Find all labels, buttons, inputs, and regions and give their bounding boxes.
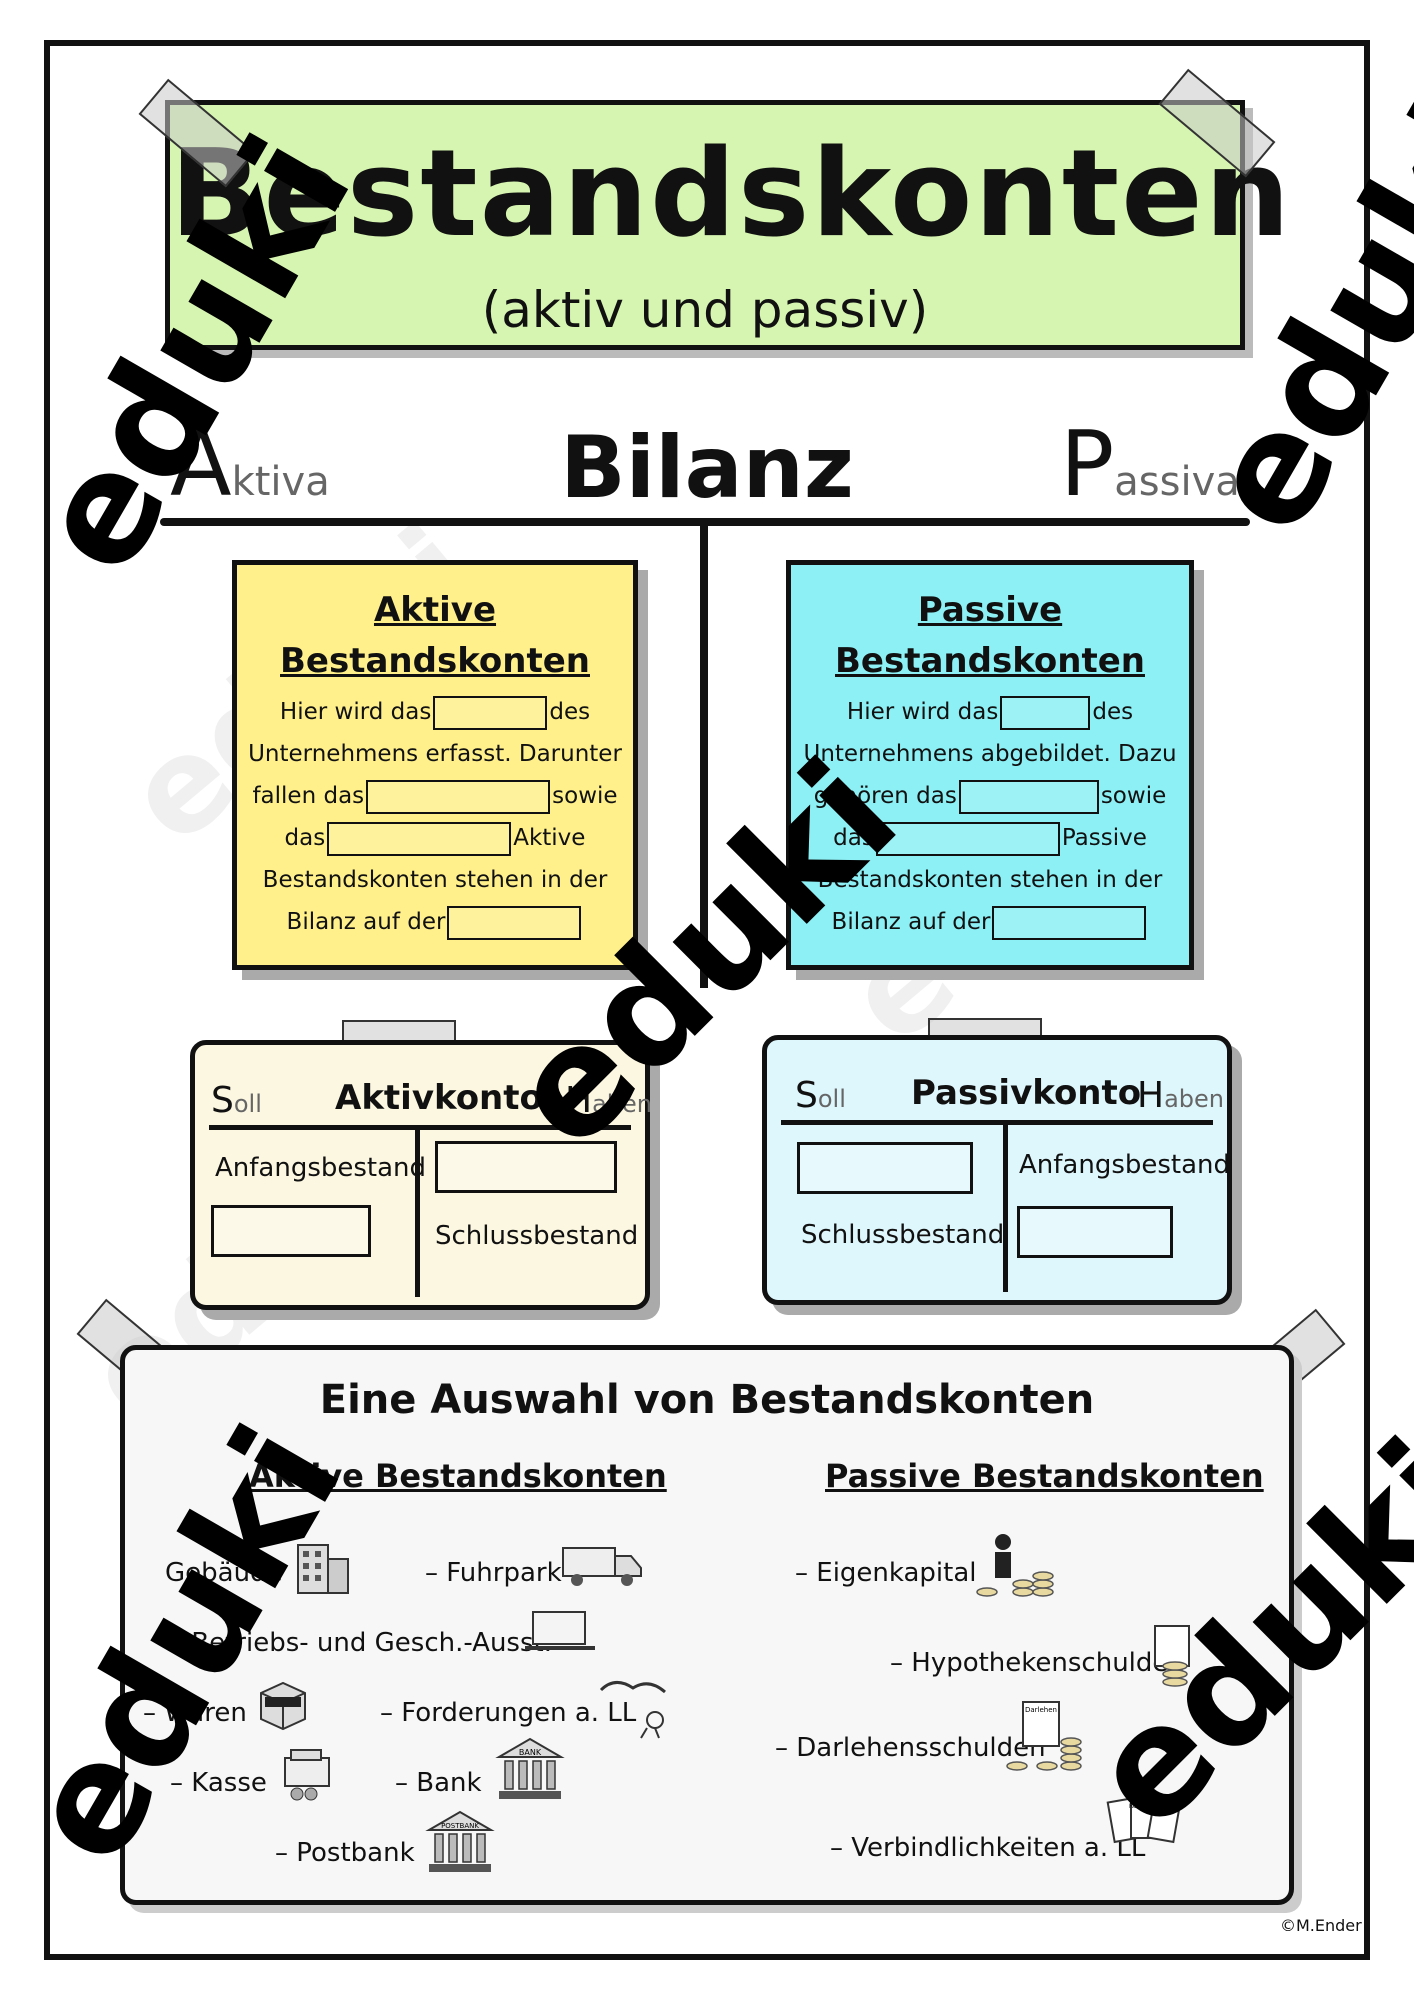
aktivkonto-soll: Soll [211,1080,262,1121]
account-selection-panel: Eine Auswahl von Bestandskonten Aktive B… [120,1345,1294,1905]
passivkonto-soll: Soll [795,1075,846,1116]
postbank-icon: POSTBANK [425,1810,495,1872]
title-banner: Bestandskonten (aktiv und passiv) [165,100,1293,350]
poster-frame [44,40,1370,1960]
blank-field[interactable] [992,905,1147,940]
account-fuhrpark: – Fuhrpark [425,1558,562,1588]
svg-text:POSTBANK: POSTBANK [441,1822,479,1830]
cash-register-icon [284,1749,330,1801]
laptop-icon [525,1611,595,1650]
aktivkonto-card: Soll Aktivkonto Haben Anfangsbestand Sch… [190,1040,652,1310]
coins-person-icon [976,1534,1054,1597]
bilanz-t-vertical [700,522,708,988]
selection-active-heading: Aktive Bestandskonten [249,1457,667,1495]
svg-text:BANK: BANK [519,1748,542,1757]
aktivkonto-title: Aktivkonto [335,1078,543,1118]
passivkonto-left-label: Schlussbestand [801,1220,1005,1250]
page-title: Bestandskonten [170,125,1293,264]
aktiva-heading: Aktiva [170,412,330,517]
account-bga: – Betriebs- und Gesch.-Ausst. [170,1628,552,1658]
account-hypothekenschulden: – Hypothekenschulden [890,1648,1185,1678]
blank-field[interactable] [875,821,1060,856]
bank-icon: BANK [495,1737,565,1799]
passive-note-heading: Passive Bestandskonten [835,590,1145,681]
blank-field[interactable] [366,779,551,814]
account-kasse: – Kasse [170,1768,267,1798]
blank-field[interactable] [958,779,1099,814]
aktivkonto-right-blank[interactable] [435,1141,617,1193]
account-verbindlichkeiten: – Verbindlichkeiten a. LL [830,1833,1146,1863]
truck-icon [562,1547,642,1586]
aktivkonto-right-label: Schlussbestand [435,1221,639,1251]
page-subtitle: (aktiv und passiv) [481,281,929,339]
passivkonto-card: Soll Passivkonto Haben Schlussbestand An… [762,1035,1232,1305]
passivkonto-right-blank[interactable] [1017,1206,1173,1258]
blank-field[interactable] [433,695,548,730]
aktivkonto-vline [415,1127,420,1297]
copyright-notice: ©M.Ender [1280,1916,1362,1935]
blank-field[interactable] [447,905,582,940]
account-forderungen: – Forderungen a. LL [380,1698,637,1728]
loan-coins-icon: Darlehen [1006,1701,1082,1771]
building-icon [297,1544,349,1594]
handshake-icon [599,1681,666,1739]
passivkonto-title: Passivkonto [911,1073,1142,1113]
aktivkonto-hline [209,1125,631,1130]
svg-text:Rechnung: Rechnung [1129,1803,1159,1810]
aktivkonto-haben: Haben [565,1080,652,1121]
account-darlehensschulden: – Darlehensschulden [775,1733,1046,1763]
passiva-heading: Passiva [1060,412,1240,517]
passivkonto-left-blank[interactable] [797,1142,973,1194]
svg-text:Darlehen: Darlehen [1025,1706,1057,1714]
account-gebaeude: Gebäude [165,1558,283,1588]
aktivkonto-left-blank[interactable] [211,1205,371,1257]
passivkonto-vline [1003,1122,1008,1292]
account-waren: – Waren [143,1698,247,1728]
bilanz-title: Bilanz [560,418,854,518]
box-icon [260,1681,306,1731]
mortgage-house-icon [1154,1625,1190,1687]
account-bank: – Bank [395,1768,482,1798]
passivkonto-right-label: Anfangsbestand [1019,1150,1231,1180]
selection-title: Eine Auswahl von Bestandskonten [319,1377,1095,1423]
account-eigenkapital: – Eigenkapital [795,1558,977,1588]
account-postbank: – Postbank [275,1838,415,1868]
blank-field[interactable] [327,821,512,856]
passivkonto-hline [781,1120,1213,1125]
selection-passive-heading: Passive Bestandskonten [825,1457,1264,1495]
invoices-icon: Rechnung [1106,1796,1182,1844]
active-note-heading: Aktive Bestandskonten [280,590,590,681]
aktivkonto-left-label: Anfangsbestand [215,1153,427,1183]
blank-field[interactable] [1000,695,1091,730]
passivkonto-haben: Haben [1137,1075,1224,1116]
